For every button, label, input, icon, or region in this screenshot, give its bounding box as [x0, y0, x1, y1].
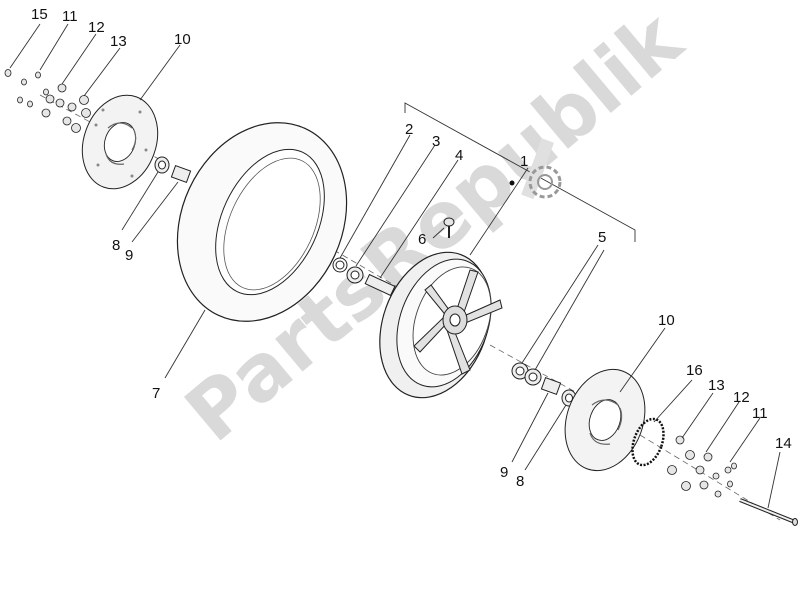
gear-icon	[521, 138, 562, 200]
callout-6: 6	[418, 231, 426, 248]
right-spacer-washer	[540, 376, 577, 407]
callout-12-right: 12	[733, 389, 750, 406]
abs-tone-ring	[631, 417, 665, 467]
wheel-axle	[739, 498, 798, 526]
valve-screw	[443, 217, 455, 238]
callout-4: 4	[455, 147, 463, 164]
left-bolts-nuts	[4, 69, 91, 133]
seal-bearing-spacer	[332, 257, 396, 297]
brake-disc-left	[81, 94, 159, 190]
callout-14: 14	[775, 435, 792, 452]
callout-8-left: 8	[112, 237, 120, 254]
tire	[176, 122, 348, 322]
left-bearing-spacer	[154, 156, 192, 184]
callout-10-left: 10	[174, 31, 191, 48]
callout-5: 5	[598, 229, 606, 246]
callout-7: 7	[152, 385, 160, 402]
callout-1: 1	[520, 153, 528, 170]
callout-15: 15	[31, 6, 48, 23]
leader-lines	[9, 23, 781, 509]
callout-9-right: 9	[500, 464, 508, 481]
callout-2: 2	[405, 121, 413, 138]
callout-9-left: 9	[125, 247, 133, 264]
right-bolts-nuts	[667, 435, 737, 498]
callout-8-right: 8	[516, 473, 524, 490]
callout-10-right: 10	[658, 312, 675, 329]
assembly-bracket	[404, 102, 636, 242]
callout-13-left: 13	[110, 33, 127, 50]
callout-labels: 15 11 12 13 10 8 9 7 2 3 4 1 6 5 10 16 1…	[31, 6, 792, 490]
callout-16: 16	[686, 362, 703, 379]
callout-11-left: 11	[62, 8, 78, 25]
callout-11-right: 11	[752, 405, 768, 422]
brake-disc-right	[564, 368, 646, 472]
callout-13-right: 13	[708, 377, 725, 394]
callout-3: 3	[432, 133, 440, 150]
callout-12-left: 12	[88, 19, 105, 36]
wheel-rim	[379, 251, 503, 399]
right-bearings	[511, 362, 542, 386]
